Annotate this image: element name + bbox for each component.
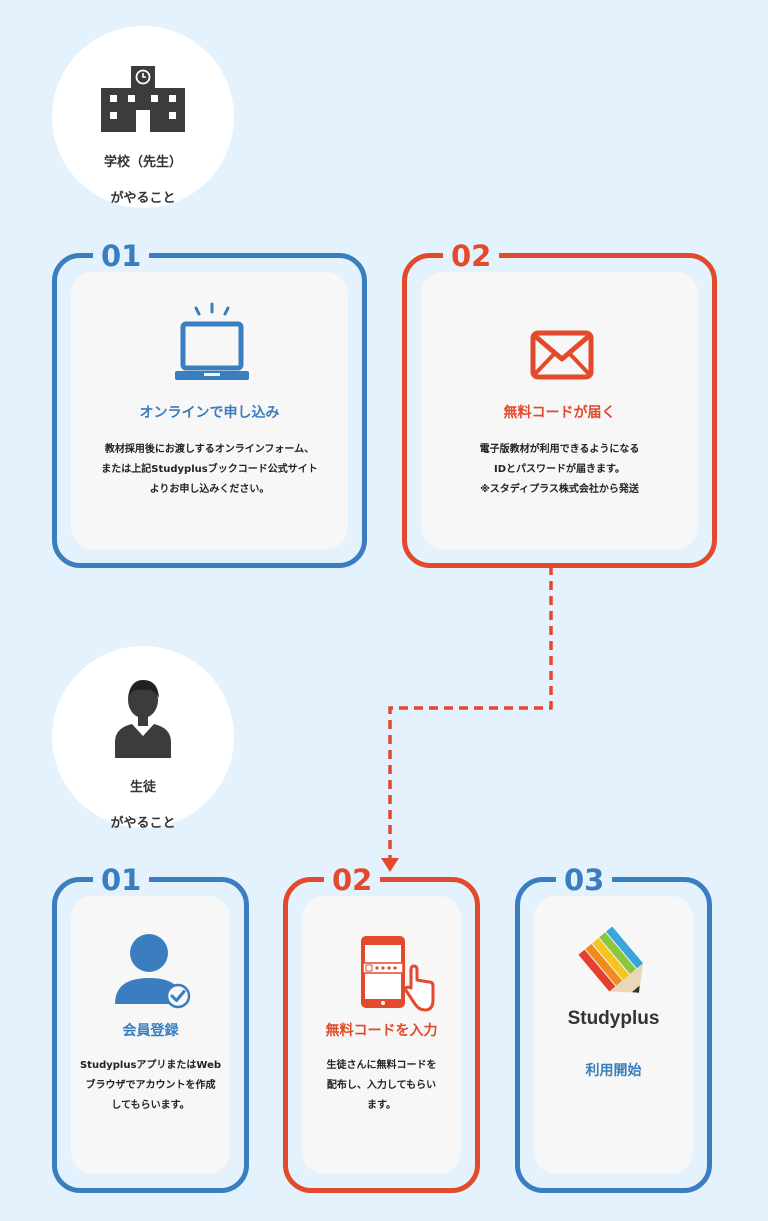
student-step-01-desc-line: StudyplusアプリまたはWeb	[79, 1060, 222, 1071]
school-step-02-number: 02	[443, 239, 500, 273]
student-step-01-title: 会員登録	[122, 1023, 179, 1039]
school-role-label-line1: 学校（先生）	[103, 155, 182, 170]
studyplus-logo-icon	[578, 926, 644, 993]
student-step-02-desc-line: 生徒さんに無料コードを	[326, 1060, 437, 1071]
student-step-01-desc: StudyplusアプリまたはWeb ブラウザでアカウントを作成 してもらいます…	[71, 1056, 230, 1116]
smartphone-tap-icon	[361, 936, 435, 1012]
student-role-label: 生徒 がやること	[52, 761, 234, 833]
student-step-02-desc: 生徒さんに無料コードを 配布し、入力してもらい ます。	[302, 1056, 461, 1116]
school-step-02-desc-line: IDとパスワードが届きます。	[493, 464, 626, 475]
school-step-02-desc-line: ※スタディプラス株式会社から発送	[480, 484, 639, 495]
studyplus-logo-text: Studyplus	[567, 1008, 660, 1029]
school-step-01-title: オンラインで申し込み	[139, 405, 280, 421]
school-step-01-desc: 教材採用後にお渡しするオンラインフォーム、 または上記Studyplusブックコ…	[71, 440, 348, 500]
user-check-icon	[115, 934, 191, 1009]
school-step-02-card: 02 無料コードが届く 電子版教材が利用できるようになる IDとパスワードが届き…	[402, 239, 717, 568]
school-role-label: 学校（先生） がやること	[52, 136, 234, 208]
school-step-01-number: 01	[93, 239, 150, 273]
student-step-02-card: 02 無料コードを入力 生徒さんに無料コードを 配布し、入力してもらい ます。	[283, 863, 480, 1193]
mail-icon	[530, 330, 594, 380]
student-step-02-number: 02	[324, 863, 381, 897]
school-step-02-title: 無料コードが届く	[503, 405, 616, 421]
school-step-02-desc-line: 電子版教材が利用できるようになる	[479, 444, 640, 455]
student-step-01-desc-line: してもらいます。	[111, 1100, 190, 1111]
student-role-label-line1: 生徒	[129, 780, 156, 795]
school-step-01-desc-line: または上記Studyplusブックコード公式サイト	[101, 464, 318, 475]
school-building-icon	[101, 66, 185, 132]
school-role-label-line2: がやること	[110, 191, 176, 206]
student-step-03-number: 03	[556, 863, 613, 897]
student-step-01-number: 01	[93, 863, 150, 897]
student-step-01-desc-line: ブラウザでアカウントを作成	[85, 1080, 216, 1091]
school-role-circle: 学校（先生） がやること	[52, 26, 234, 208]
student-step-02-desc-line: 配布し、入力してもらい	[326, 1080, 437, 1091]
school-step-01-card: 01 オンラインで申し込み 教材採用後にお渡しするオンラインフォーム、 または上…	[52, 239, 367, 568]
school-step-01-desc-line: 教材採用後にお渡しするオンラインフォーム、	[104, 444, 315, 455]
laptop-icon	[175, 302, 249, 380]
school-step-02-desc: 電子版教材が利用できるようになる IDとパスワードが届きます。 ※スタディプラス…	[421, 440, 698, 500]
student-step-02-desc-line: ます。	[367, 1100, 396, 1111]
student-step-03-card: 03 Studyplus 利用開始	[515, 863, 712, 1193]
student-step-02-title: 無料コードを入力	[325, 1023, 438, 1039]
student-person-icon	[115, 680, 171, 758]
school-step-01-desc-line: よりお申し込みください。	[149, 484, 270, 495]
student-step-03-title: 利用開始	[585, 1063, 642, 1079]
student-step-01-card: 01 会員登録 StudyplusアプリまたはWeb ブラウザでアカウントを作成…	[52, 863, 249, 1193]
student-role-label-line2: がやること	[110, 816, 176, 831]
student-role-circle: 生徒 がやること	[52, 646, 234, 831]
